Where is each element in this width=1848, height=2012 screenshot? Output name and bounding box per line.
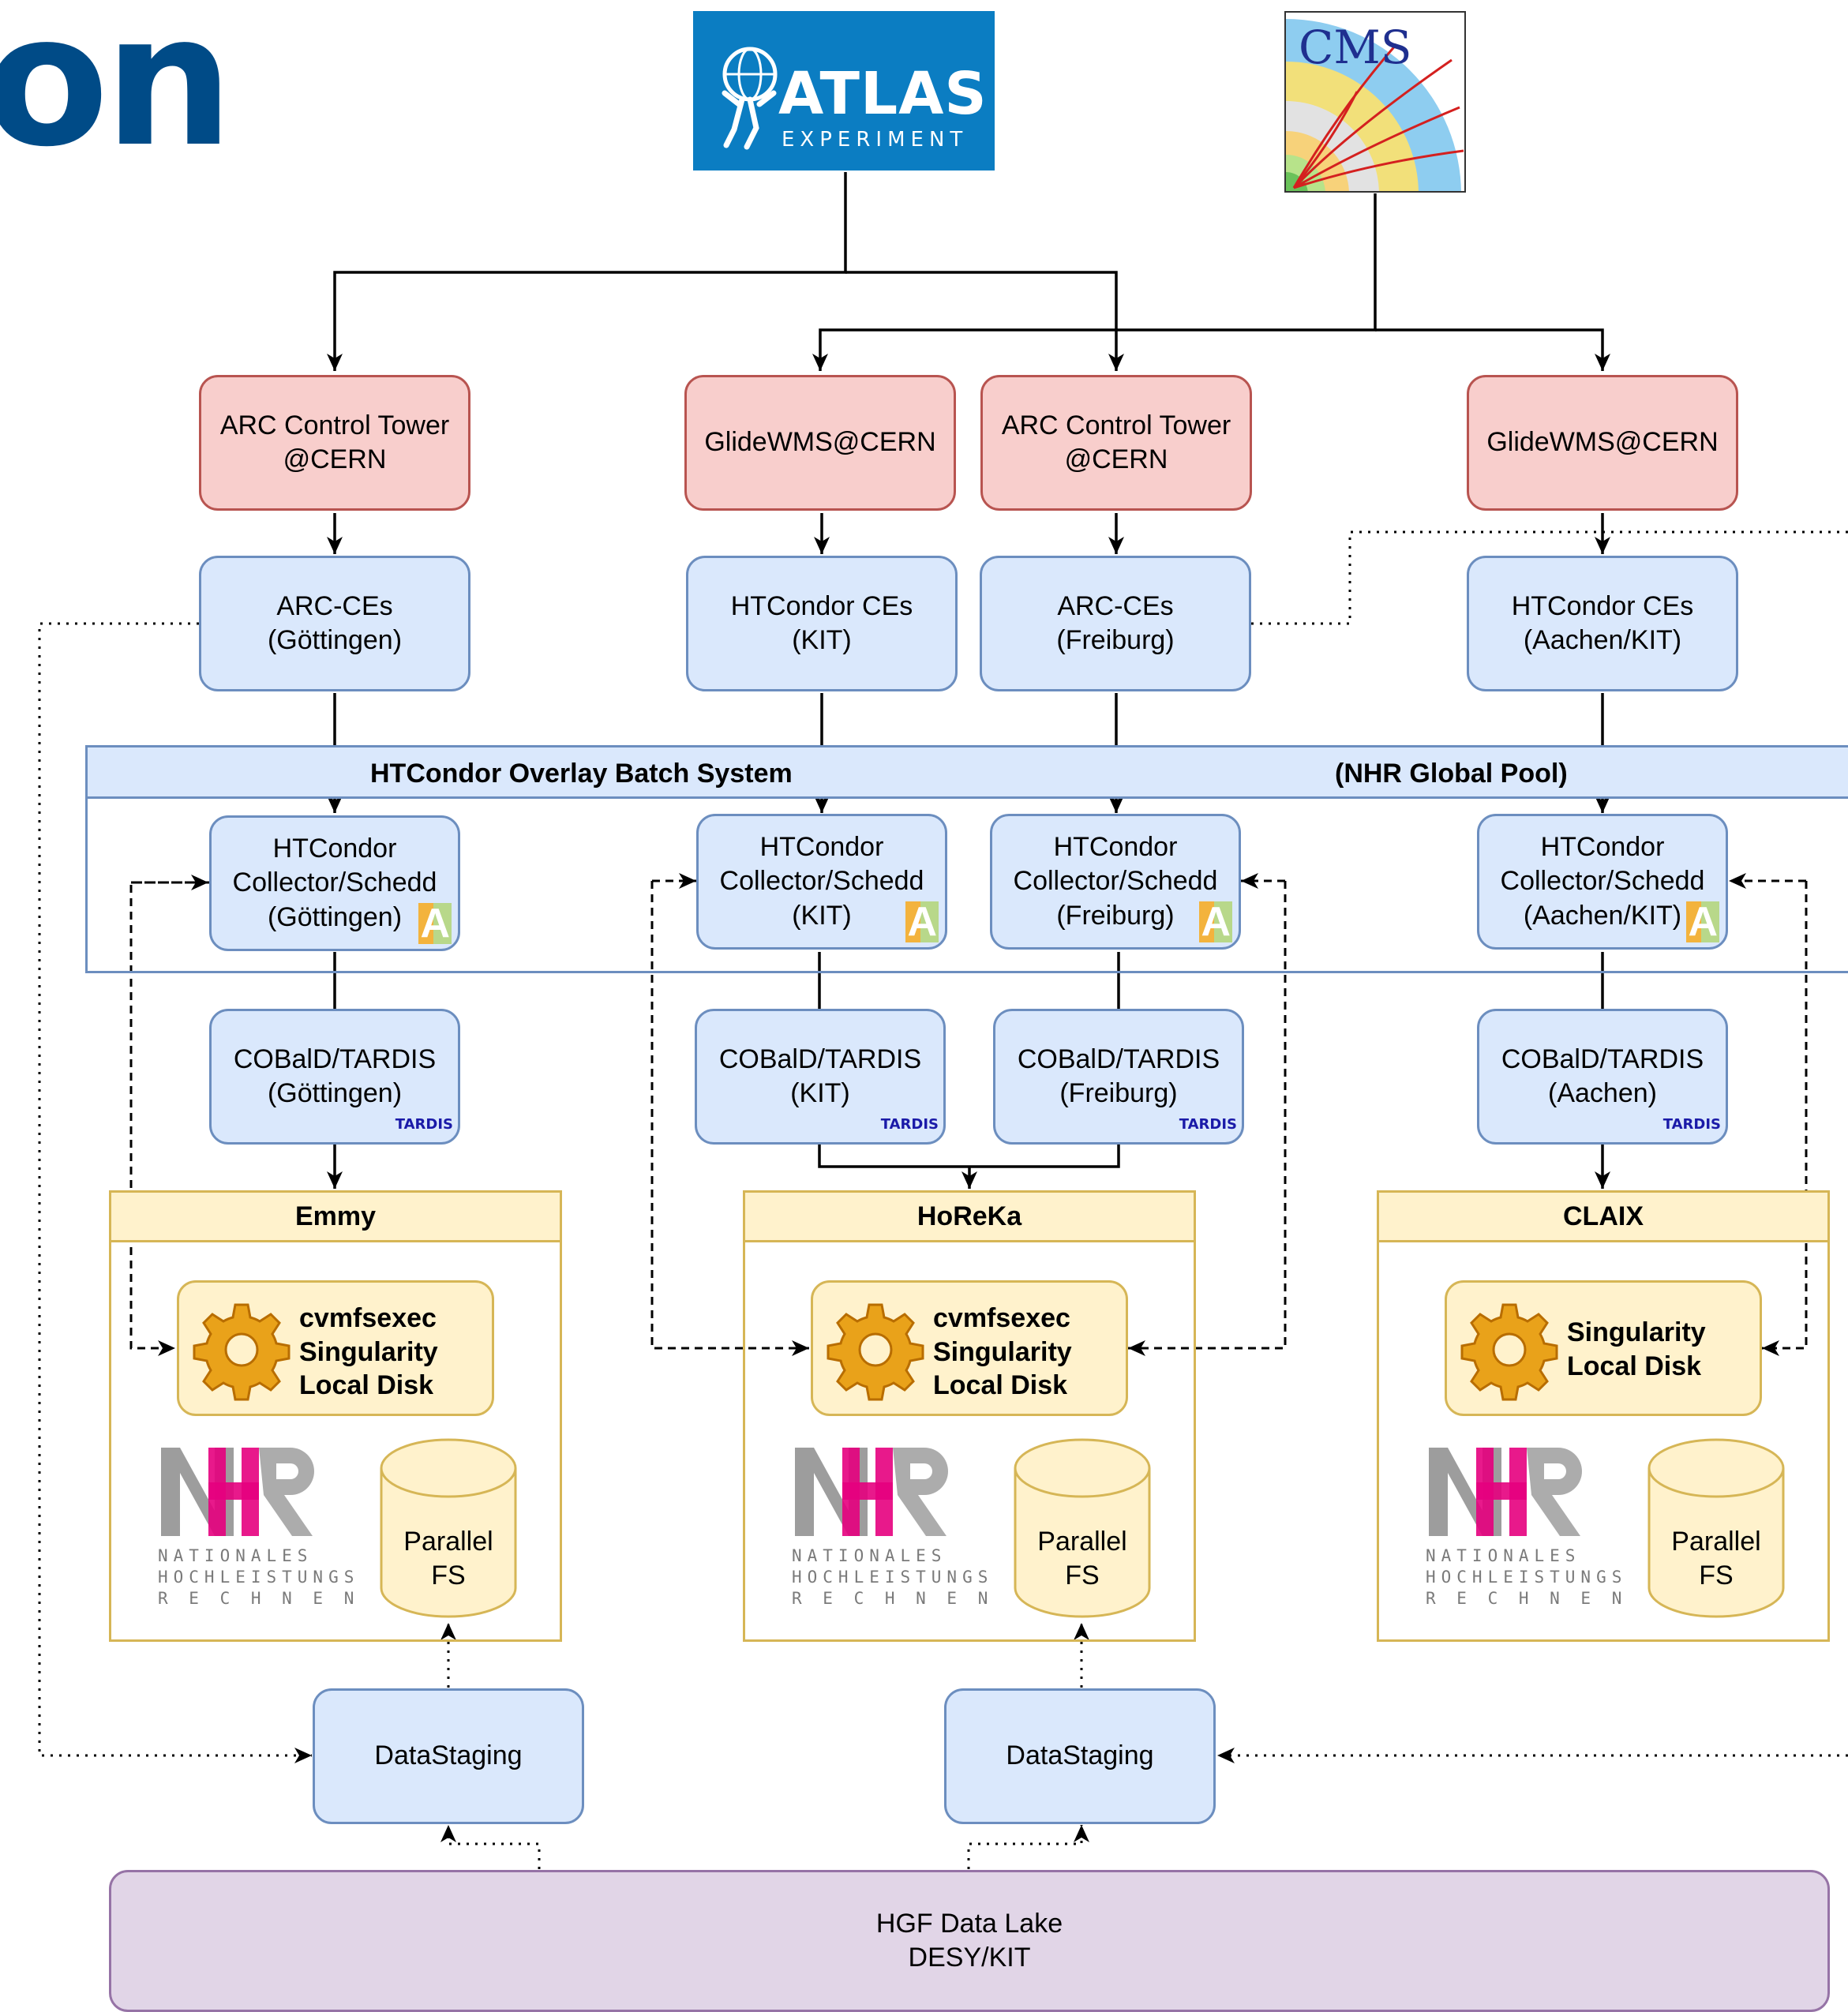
ce-node-freiburg[interactable]: ARC-CEs (Freiburg) xyxy=(980,556,1251,691)
atlas-logo-name: ATLAS xyxy=(778,60,988,128)
glidewms-node[interactable]: GlideWMS@CERN xyxy=(1467,375,1738,511)
parallel-fs-label: Parallel FS xyxy=(1671,1527,1761,1591)
datastaging-node[interactable]: DataStaging xyxy=(944,1688,1216,1824)
tardis-icon: TARDIS xyxy=(880,1116,939,1133)
cobald-node-freiburg[interactable]: COBalD/TARDIS (Freiburg) TARDIS xyxy=(993,1009,1244,1145)
worker-env-label: Singularity Local Disk xyxy=(1567,1317,1706,1381)
cms-detector-icon xyxy=(1286,19,1464,191)
auditor-icon: A xyxy=(905,899,939,945)
nhr-logo: NATIONALES HOCHLEISTUNGS R E C H N E N xyxy=(158,1444,354,1618)
ce-node-kit[interactable]: HTCondor CEs (KIT) xyxy=(686,556,958,691)
cobald-label: COBalD/TARDIS (Göttingen) xyxy=(233,1043,437,1108)
cobald-label: COBalD/TARDIS (Freiburg) xyxy=(1017,1043,1220,1108)
nhr-caption: NATIONALES HOCHLEISTUNGS R E C H N E N xyxy=(1426,1546,1628,1608)
datastaging-node[interactable]: DataStaging xyxy=(313,1688,584,1824)
atlas-logo: ATLAS EXPERIMENT xyxy=(693,11,995,170)
parallel-fs-cylinder[interactable]: Parallel FS xyxy=(1013,1437,1152,1620)
schedd-node-goettingen[interactable]: HTCondor Collector/Schedd (Göttingen) A xyxy=(209,815,460,951)
arc-control-tower-node[interactable]: ARC Control Tower @CERN xyxy=(199,375,470,511)
nhr-mark-icon xyxy=(795,1448,948,1536)
arc-control-tower-node[interactable]: ARC Control Tower @CERN xyxy=(980,375,1252,511)
gear-icon xyxy=(827,1303,924,1401)
worker-env-horeka[interactable]: cvmfsexec Singularity Local Disk xyxy=(811,1280,1128,1416)
pool-title: HTCondor Overlay Batch System xyxy=(370,759,793,789)
parallel-fs-label: Parallel FS xyxy=(1037,1527,1127,1591)
nhr-mark-icon xyxy=(161,1448,314,1536)
schedd-node-aachen[interactable]: HTCondor Collector/Schedd (Aachen/KIT) A xyxy=(1477,814,1728,950)
worker-env-emmy[interactable]: cvmfsexec Singularity Local Disk xyxy=(177,1280,494,1416)
cobald-label: COBalD/TARDIS (KIT) xyxy=(718,1043,922,1108)
auditor-icon: A xyxy=(1686,899,1719,945)
schedd-node-freiburg[interactable]: HTCondor Collector/Schedd (Freiburg) A xyxy=(990,814,1241,950)
schedd-label: HTCondor Collector/Schedd (Freiburg) xyxy=(1013,832,1218,931)
auditor-icon: A xyxy=(1199,899,1232,945)
schedd-node-kit[interactable]: HTCondor Collector/Schedd (KIT) A xyxy=(696,814,947,950)
nhr-mark-icon xyxy=(1429,1448,1582,1536)
hgf-data-lake-node[interactable]: HGF Data Lake DESY/KIT xyxy=(109,1870,1830,2012)
overlay-pool-header: HTCondor Overlay Batch System (NHR Globa… xyxy=(85,745,1848,799)
cobald-node-kit[interactable]: COBalD/TARDIS (KIT) TARDIS xyxy=(695,1009,946,1145)
nhr-logo: NATIONALES HOCHLEISTUNGS R E C H N E N xyxy=(792,1444,988,1618)
tardis-icon: TARDIS xyxy=(1179,1116,1237,1133)
atlas-logo-sub: EXPERIMENT xyxy=(782,128,969,152)
schedd-label: HTCondor Collector/Schedd (Göttingen) xyxy=(232,834,437,932)
cms-logo-name: CMS xyxy=(1299,21,1412,74)
parallel-fs-label: Parallel FS xyxy=(403,1527,493,1591)
nhr-caption: NATIONALES HOCHLEISTUNGS R E C H N E N xyxy=(792,1546,994,1608)
gear-icon xyxy=(1460,1303,1558,1401)
site-header-claix: CLAIX xyxy=(1377,1190,1830,1242)
atlas-figure-icon xyxy=(722,47,778,150)
parallel-fs-cylinder[interactable]: Parallel FS xyxy=(1647,1437,1786,1620)
cylinder-shape xyxy=(1014,1438,1151,1618)
cobald-node-aachen[interactable]: COBalD/TARDIS (Aachen) TARDIS xyxy=(1477,1009,1728,1145)
schedd-label: HTCondor Collector/Schedd (KIT) xyxy=(719,832,924,931)
cobald-label: COBalD/TARDIS (Aachen) xyxy=(1501,1043,1704,1108)
gear-icon xyxy=(193,1303,291,1401)
ce-node-goettingen[interactable]: ARC-CEs (Göttingen) xyxy=(199,556,470,691)
parallel-fs-cylinder[interactable]: Parallel FS xyxy=(379,1437,518,1620)
worker-env-claix[interactable]: Singularity Local Disk xyxy=(1445,1280,1762,1416)
auditor-icon: A xyxy=(418,901,452,946)
slide-title-fragment: on xyxy=(0,0,234,187)
pool-subtitle: (NHR Global Pool) xyxy=(1335,759,1568,789)
nhr-caption: NATIONALES HOCHLEISTUNGS R E C H N E N xyxy=(158,1546,360,1608)
site-header-emmy: Emmy xyxy=(109,1190,562,1242)
schedd-label: HTCondor Collector/Schedd (Aachen/KIT) xyxy=(1500,832,1705,931)
worker-env-label: cvmfsexec Singularity Local Disk xyxy=(933,1303,1072,1400)
site-header-horeka: HoReKa xyxy=(743,1190,1196,1242)
nhr-logo: NATIONALES HOCHLEISTUNGS R E C H N E N xyxy=(1426,1444,1621,1618)
ce-node-aachen[interactable]: HTCondor CEs (Aachen/KIT) xyxy=(1467,556,1738,691)
cylinder-shape xyxy=(380,1438,517,1618)
tardis-icon: TARDIS xyxy=(1662,1116,1721,1133)
cms-logo: CMS xyxy=(1284,11,1466,193)
worker-env-label: cvmfsexec Singularity Local Disk xyxy=(299,1303,438,1400)
glidewms-node[interactable]: GlideWMS@CERN xyxy=(684,375,956,511)
cobald-node-goettingen[interactable]: COBalD/TARDIS (Göttingen) TARDIS xyxy=(209,1009,460,1145)
cylinder-shape xyxy=(1647,1438,1785,1618)
tardis-icon: TARDIS xyxy=(395,1116,453,1133)
